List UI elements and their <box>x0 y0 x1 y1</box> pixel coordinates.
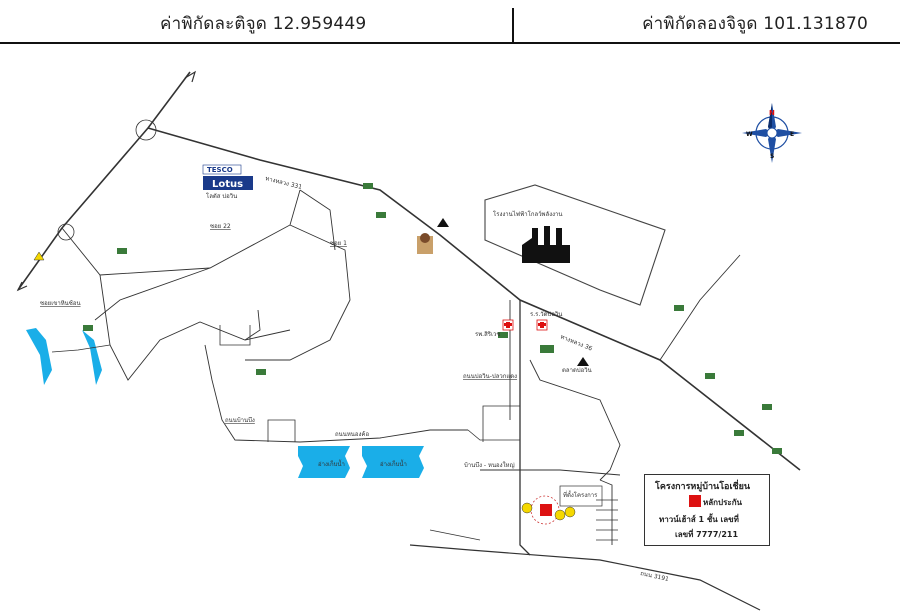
west-road-5 <box>299 189 336 251</box>
legend-line-2: เลขที่ 7777/211 <box>675 530 739 539</box>
west-road-6 <box>244 309 261 341</box>
west-road-3 <box>99 274 291 381</box>
road-label-soi-6: บ้านบึง - หนองใหญ่ <box>464 461 515 469</box>
cross-road <box>480 469 621 476</box>
road-label-36: ทางหลวง 36 <box>559 333 593 352</box>
south-road <box>519 300 531 556</box>
tesco-text: TESCO <box>207 166 233 174</box>
junction-circle <box>135 119 157 141</box>
compass-e: E <box>790 131 794 138</box>
header-rule <box>0 42 900 44</box>
river-west-2 <box>82 330 102 385</box>
west-road-1 <box>61 189 301 276</box>
loop-road <box>219 325 251 346</box>
hospital-label: รพ.สิริเวช <box>475 331 500 338</box>
east-road <box>599 479 613 545</box>
poi-marker-2 <box>554 509 566 521</box>
reservoir-1 <box>298 446 350 478</box>
hospital-icon <box>502 319 514 331</box>
poi-marker-1 <box>521 502 533 514</box>
river-west <box>26 328 52 385</box>
compass-w: W <box>746 131 753 138</box>
reservoir-2-label: อ่างเก็บน้ำ <box>380 458 407 468</box>
southeast-road <box>529 359 621 481</box>
west-road-2 <box>94 267 211 321</box>
legend-title: โครงการหมู่บ้านโอเชี่ยน <box>655 482 751 492</box>
coordinate-header: ค่าพิกัดละติจูด 12.959449 ค่าพิกัดลองจิจ… <box>0 0 900 44</box>
reservoir-2 <box>362 446 424 478</box>
junction-circle-2 <box>57 223 75 241</box>
factory-label: โรงงานไฟฟ้าโกลว์พลังงาน <box>493 210 563 218</box>
school-label: ร.ร.วัดบ่อวิน <box>530 311 562 318</box>
building-icons <box>83 183 782 454</box>
header-divider <box>512 8 514 44</box>
longitude-label: ค่าพิกัดลองจิจูด 101.131870 <box>642 14 868 34</box>
legend-box: โครงการหมู่บ้านโอเชี่ยน หลักประกัน ทาวน์… <box>644 474 770 546</box>
hospital-icon-2 <box>536 319 548 331</box>
temple-icon-2 <box>577 357 589 366</box>
tesco-lotus-logo: TESCO Lotus โลตัส บ่อวิน <box>202 164 253 200</box>
lotus-text: Lotus <box>212 179 243 190</box>
northwest-highway <box>17 71 191 291</box>
compass-s: S <box>770 153 774 160</box>
river-road <box>51 344 111 353</box>
road-label-soi-3: ถนนบ้านบึง <box>225 417 255 424</box>
mascot-icon <box>417 233 433 254</box>
road-label-soi-5: ถนนบ่อวิน-ปลวกแดง <box>463 373 517 380</box>
road-label-soi-2: ซอยเขาหินซ้อน <box>40 300 81 307</box>
project-label-box <box>559 485 603 507</box>
road-label-soi-7: ถนนหนองค้อ <box>335 431 369 438</box>
road-label-soi-4: ซอย 22 <box>210 223 231 230</box>
project-box-label: ที่ตั้งโครงการ <box>563 489 598 499</box>
compass-n: N <box>769 109 775 117</box>
bottom-road-2 <box>429 529 481 541</box>
small-loop-1 <box>267 419 296 442</box>
legend-project-swatch <box>689 495 701 507</box>
poi-marker-3 <box>564 506 576 518</box>
legend-key: หลักประกัน <box>703 498 743 507</box>
north-arrow-icon <box>184 70 197 83</box>
project-marker <box>540 504 552 516</box>
road-label-soi-1: ซอย 1 <box>330 240 347 247</box>
west-road-4 <box>245 224 351 361</box>
compass-rose-icon: N S W E <box>742 103 802 163</box>
legend-line-1: ทาวน์เฮ้าส์ 1 ชั้น เลขที่ <box>659 515 739 524</box>
small-loop-2 <box>482 405 520 442</box>
northeast-road <box>659 254 741 361</box>
tesco-sub-text: โลตัส บ่อวิน <box>206 192 237 200</box>
road-label-331: ทางหลวง 331 <box>265 175 303 191</box>
reservoir-1-label: อ่างเก็บน้ำ <box>318 458 345 468</box>
latitude-label: ค่าพิกัดละติจูด 12.959449 <box>160 14 367 34</box>
south-west-road <box>204 344 468 443</box>
housing-grid <box>596 499 618 541</box>
factory-boundary <box>484 184 666 306</box>
small-loop-3 <box>467 429 520 441</box>
warning-icon <box>33 251 45 261</box>
southwest-arrow-icon <box>16 281 28 292</box>
temple-icon <box>437 218 449 227</box>
factory-icon <box>522 226 570 263</box>
road-label-3191: ถนน 3191 <box>640 570 670 583</box>
market-label: ตลาดบ่อวิน <box>562 367 592 374</box>
bottom-road <box>409 544 761 611</box>
